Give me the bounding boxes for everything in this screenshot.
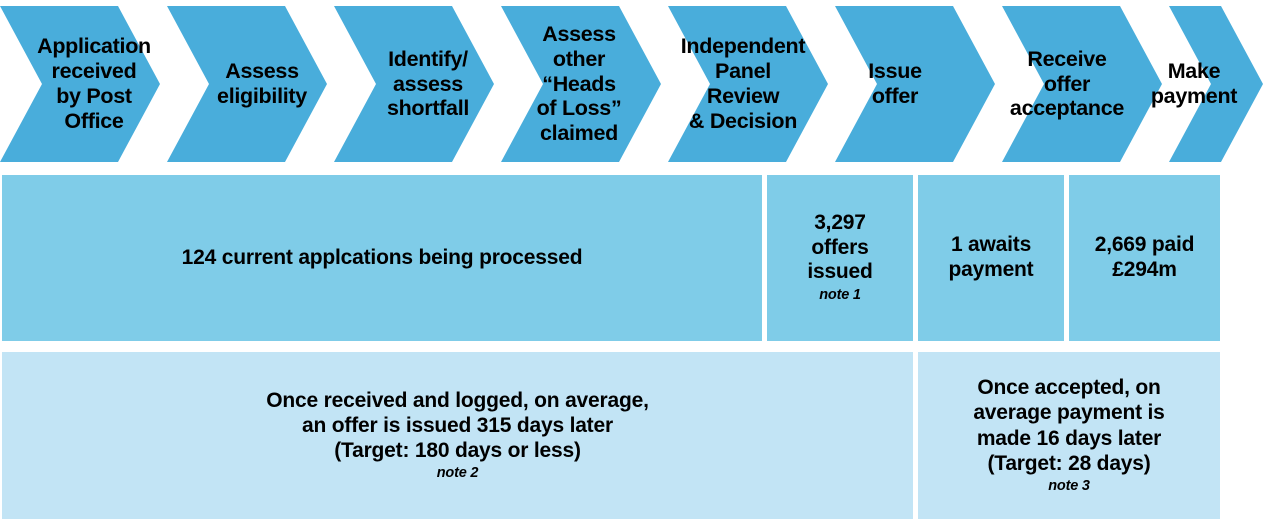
timing-offer-issued-note: note 2 — [436, 465, 479, 482]
stat-awaits-payment-text: 1 awaits payment — [948, 233, 1034, 281]
timing-cell-offer-issued[interactable]: Once received and logged, on average, an… — [2, 352, 913, 519]
chevron-shapes — [0, 6, 1263, 162]
stat-cell-applications-processed[interactable]: 124 current applcations being processed — [2, 175, 762, 341]
stat-cell-offers-issued[interactable]: 3,297 offers issued note 1 — [767, 175, 913, 341]
chevron-shape-1[interactable] — [0, 6, 160, 162]
chevron-shape-6[interactable] — [835, 6, 995, 162]
process-chevron-row: Application received by Post Office Asse… — [0, 0, 1271, 168]
chevron-shape-8[interactable] — [1169, 6, 1263, 162]
stat-paid-total-text: 2,669 paid £294m — [1094, 233, 1195, 281]
chevron-shape-2[interactable] — [167, 6, 327, 162]
chevron-shape-5[interactable] — [668, 6, 828, 162]
timing-row: Once received and logged, on average, an… — [0, 352, 1271, 519]
stat-applications-processed-text: 124 current applcations being processed — [181, 245, 583, 269]
chevron-shape-4[interactable] — [501, 6, 661, 162]
timing-payment-made-text: Once accepted, on average payment is mad… — [973, 376, 1165, 475]
timing-cell-payment-made[interactable]: Once accepted, on average payment is mad… — [918, 352, 1220, 519]
stat-cell-awaits-payment[interactable]: 1 awaits payment — [918, 175, 1064, 341]
stat-offers-issued-text: 3,297 offers issued — [807, 210, 873, 284]
status-count-row: 124 current applcations being processed … — [0, 175, 1271, 341]
stat-cell-paid-total[interactable]: 2,669 paid £294m — [1069, 175, 1220, 341]
chevron-shape-3[interactable] — [334, 6, 494, 162]
timing-offer-issued-text: Once received and logged, on average, an… — [266, 388, 649, 463]
chevron-shape-7[interactable] — [1002, 6, 1162, 162]
timing-payment-made-note: note 3 — [1048, 477, 1090, 494]
stat-offers-issued-note: note 1 — [819, 287, 861, 304]
